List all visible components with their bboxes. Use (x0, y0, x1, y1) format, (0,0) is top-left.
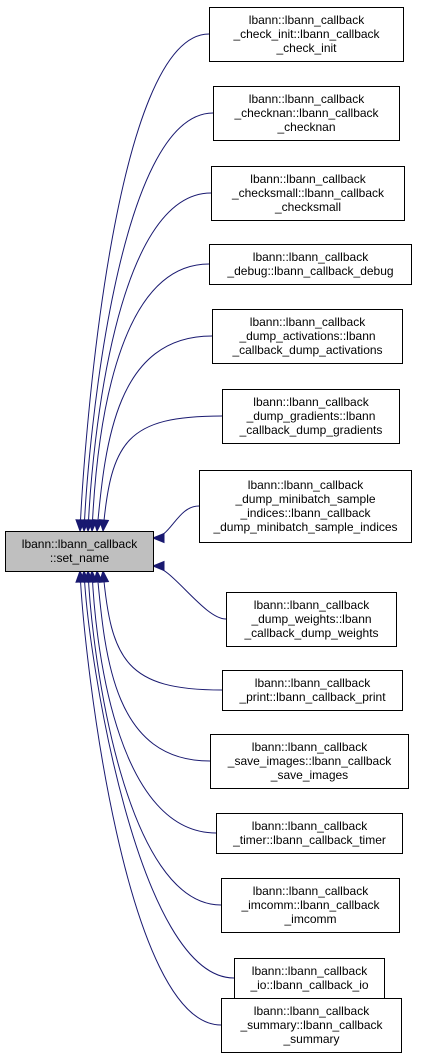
node-checknan-label: _checknan::lbann_callback (233, 106, 379, 120)
node-summary-label: lbann::lbann_callback (254, 1004, 370, 1018)
node-timer[interactable]: lbann::lbann_callback_timer::lbann_callb… (216, 813, 403, 854)
node-dump-minibatch-sample-indices[interactable]: lbann::lbann_callback_dump_minibatch_sam… (199, 470, 412, 543)
node-checksmall[interactable]: lbann::lbann_callback_checksmall::lbann_… (211, 166, 405, 221)
node-checksmall-label: lbann::lbann_callback (250, 172, 366, 186)
node-summary-box (221, 998, 402, 1053)
node-dump-activations-label: _callback_dump_activations (231, 343, 382, 357)
node-dump-gradients[interactable]: lbann::lbann_callback_dump_gradients::lb… (222, 389, 400, 444)
edge-checksmall (87, 192, 212, 532)
edge-dump-minibatch-sample-indices (152, 505, 200, 539)
edge-dump-weights (152, 565, 227, 620)
node-io-box (234, 958, 385, 999)
node-dump-minibatch-sample-indices-label: lbann::lbann_callback (248, 478, 364, 492)
node-save-images-box (210, 734, 409, 789)
node-summary[interactable]: lbann::lbann_callback_summary::lbann_cal… (221, 998, 402, 1053)
edge-dump-activations (96, 335, 213, 532)
node-imcomm-label: _imcomm (283, 912, 336, 926)
node-dump-activations-label: lbann::lbann_callback (250, 315, 366, 329)
node-dump-minibatch-sample-indices-box (199, 470, 412, 543)
node-checksmall-label: _checksmall (274, 200, 341, 214)
node-checksmall-label: _checksmall::lbann_callback (231, 186, 385, 200)
node-save-images-label: lbann::lbann_callback (252, 740, 368, 754)
node-timer-label: lbann::lbann_callback (252, 819, 368, 833)
node-dump-minibatch-sample-indices-label: _indices::lbann_callback (239, 506, 371, 520)
node-dump-gradients-box (222, 389, 400, 444)
arrowhead-dump-weights (151, 560, 165, 572)
node-dump-activations-box (212, 309, 403, 364)
edge-summary (79, 570, 222, 1026)
node-debug-box (209, 244, 412, 285)
node-io-label: lbann::lbann_callback (252, 964, 368, 978)
graph-nodes: lbann::lbann_callback::set_namelbann::lb… (5, 7, 412, 1053)
node-io-label: _io::lbann_callback_io (249, 978, 368, 992)
node-dump-minibatch-sample-indices-label: _dump_minibatch_sample (234, 492, 375, 506)
node-save-images-label: _save_images::lbann_callback (227, 754, 392, 768)
node-dump-activations[interactable]: lbann::lbann_callback_dump_activations::… (212, 309, 403, 364)
edge-checknan (83, 112, 214, 532)
edge-dump-gradients (102, 415, 223, 532)
node-save-images[interactable]: lbann::lbann_callback_save_images::lbann… (210, 734, 409, 789)
node-io[interactable]: lbann::lbann_callback_io::lbann_callback… (234, 958, 385, 999)
node-dump-gradients-label: _callback_dump_gradients (239, 423, 383, 437)
arrowhead-summary (75, 569, 86, 583)
node-print-box (222, 670, 403, 711)
node-print-label: _print::lbann_callback_print (238, 690, 386, 704)
node-root-set-name-box (5, 531, 154, 572)
node-check-init-label: _check_init (275, 41, 337, 55)
edge-save-images (96, 570, 211, 762)
node-root-set-name[interactable]: lbann::lbann_callback::set_name (5, 531, 154, 572)
node-check-init-label: _check_init::lbann_callback (232, 27, 380, 41)
node-check-init-box (209, 7, 404, 62)
node-checknan-box (213, 86, 400, 141)
node-timer-label: _timer::lbann_callback_timer (232, 833, 386, 847)
node-print[interactable]: lbann::lbann_callback_print::lbann_callb… (222, 670, 403, 711)
node-debug[interactable]: lbann::lbann_callback_debug::lbann_callb… (209, 244, 412, 285)
node-check-init-label: lbann::lbann_callback (249, 13, 365, 27)
node-print-label: lbann::lbann_callback (255, 676, 371, 690)
node-save-images-label: _save_images (270, 768, 348, 782)
node-timer-box (216, 813, 403, 854)
node-checknan-label: lbann::lbann_callback (249, 92, 365, 106)
node-dump-weights-label: _dump_weights::lbann (250, 612, 371, 626)
node-dump-minibatch-sample-indices-label: _dump_minibatch_sample_indices (212, 520, 397, 534)
edge-debug (91, 263, 210, 532)
node-imcomm-box (221, 878, 400, 933)
node-dump-weights[interactable]: lbann::lbann_callback_dump_weights::lban… (226, 592, 397, 647)
edge-print (102, 570, 223, 691)
node-root-set-name-label: ::set_name (50, 551, 110, 565)
node-imcomm[interactable]: lbann::lbann_callback_imcomm::lbann_call… (221, 878, 400, 933)
node-summary-label: _summary (282, 1032, 339, 1046)
edge-timer (91, 570, 217, 834)
node-imcomm-label: lbann::lbann_callback (253, 884, 369, 898)
node-dump-weights-box (226, 592, 397, 647)
node-dump-gradients-label: _dump_gradients::lbann (246, 409, 376, 423)
edge-check-init (79, 33, 210, 532)
edge-imcomm (87, 570, 222, 906)
edge-io (83, 570, 235, 979)
node-dump-gradients-label: lbann::lbann_callback (253, 395, 369, 409)
node-debug-label: _debug::lbann_callback_debug (226, 264, 393, 278)
node-checksmall-box (211, 166, 405, 221)
node-imcomm-label: _imcomm::lbann_callback (240, 898, 380, 912)
node-dump-activations-label: _dump_activations::lbann (238, 329, 375, 343)
node-dump-weights-label: _callback_dump_weights (243, 626, 378, 640)
graph-edges (75, 33, 235, 1026)
arrowhead-dump-minibatch-sample-indices (151, 532, 165, 544)
node-dump-weights-label: lbann::lbann_callback (254, 598, 370, 612)
node-checknan[interactable]: lbann::lbann_callback_checknan::lbann_ca… (213, 86, 400, 141)
arrowhead-dump-gradients (98, 519, 110, 533)
node-summary-label: _summary::lbann_callback (239, 1018, 383, 1032)
node-checknan-label: _checknan (276, 120, 335, 134)
node-check-init[interactable]: lbann::lbann_callback_check_init::lbann_… (209, 7, 404, 62)
node-root-set-name-label: lbann::lbann_callback (22, 537, 138, 551)
node-debug-label: lbann::lbann_callback (253, 250, 369, 264)
